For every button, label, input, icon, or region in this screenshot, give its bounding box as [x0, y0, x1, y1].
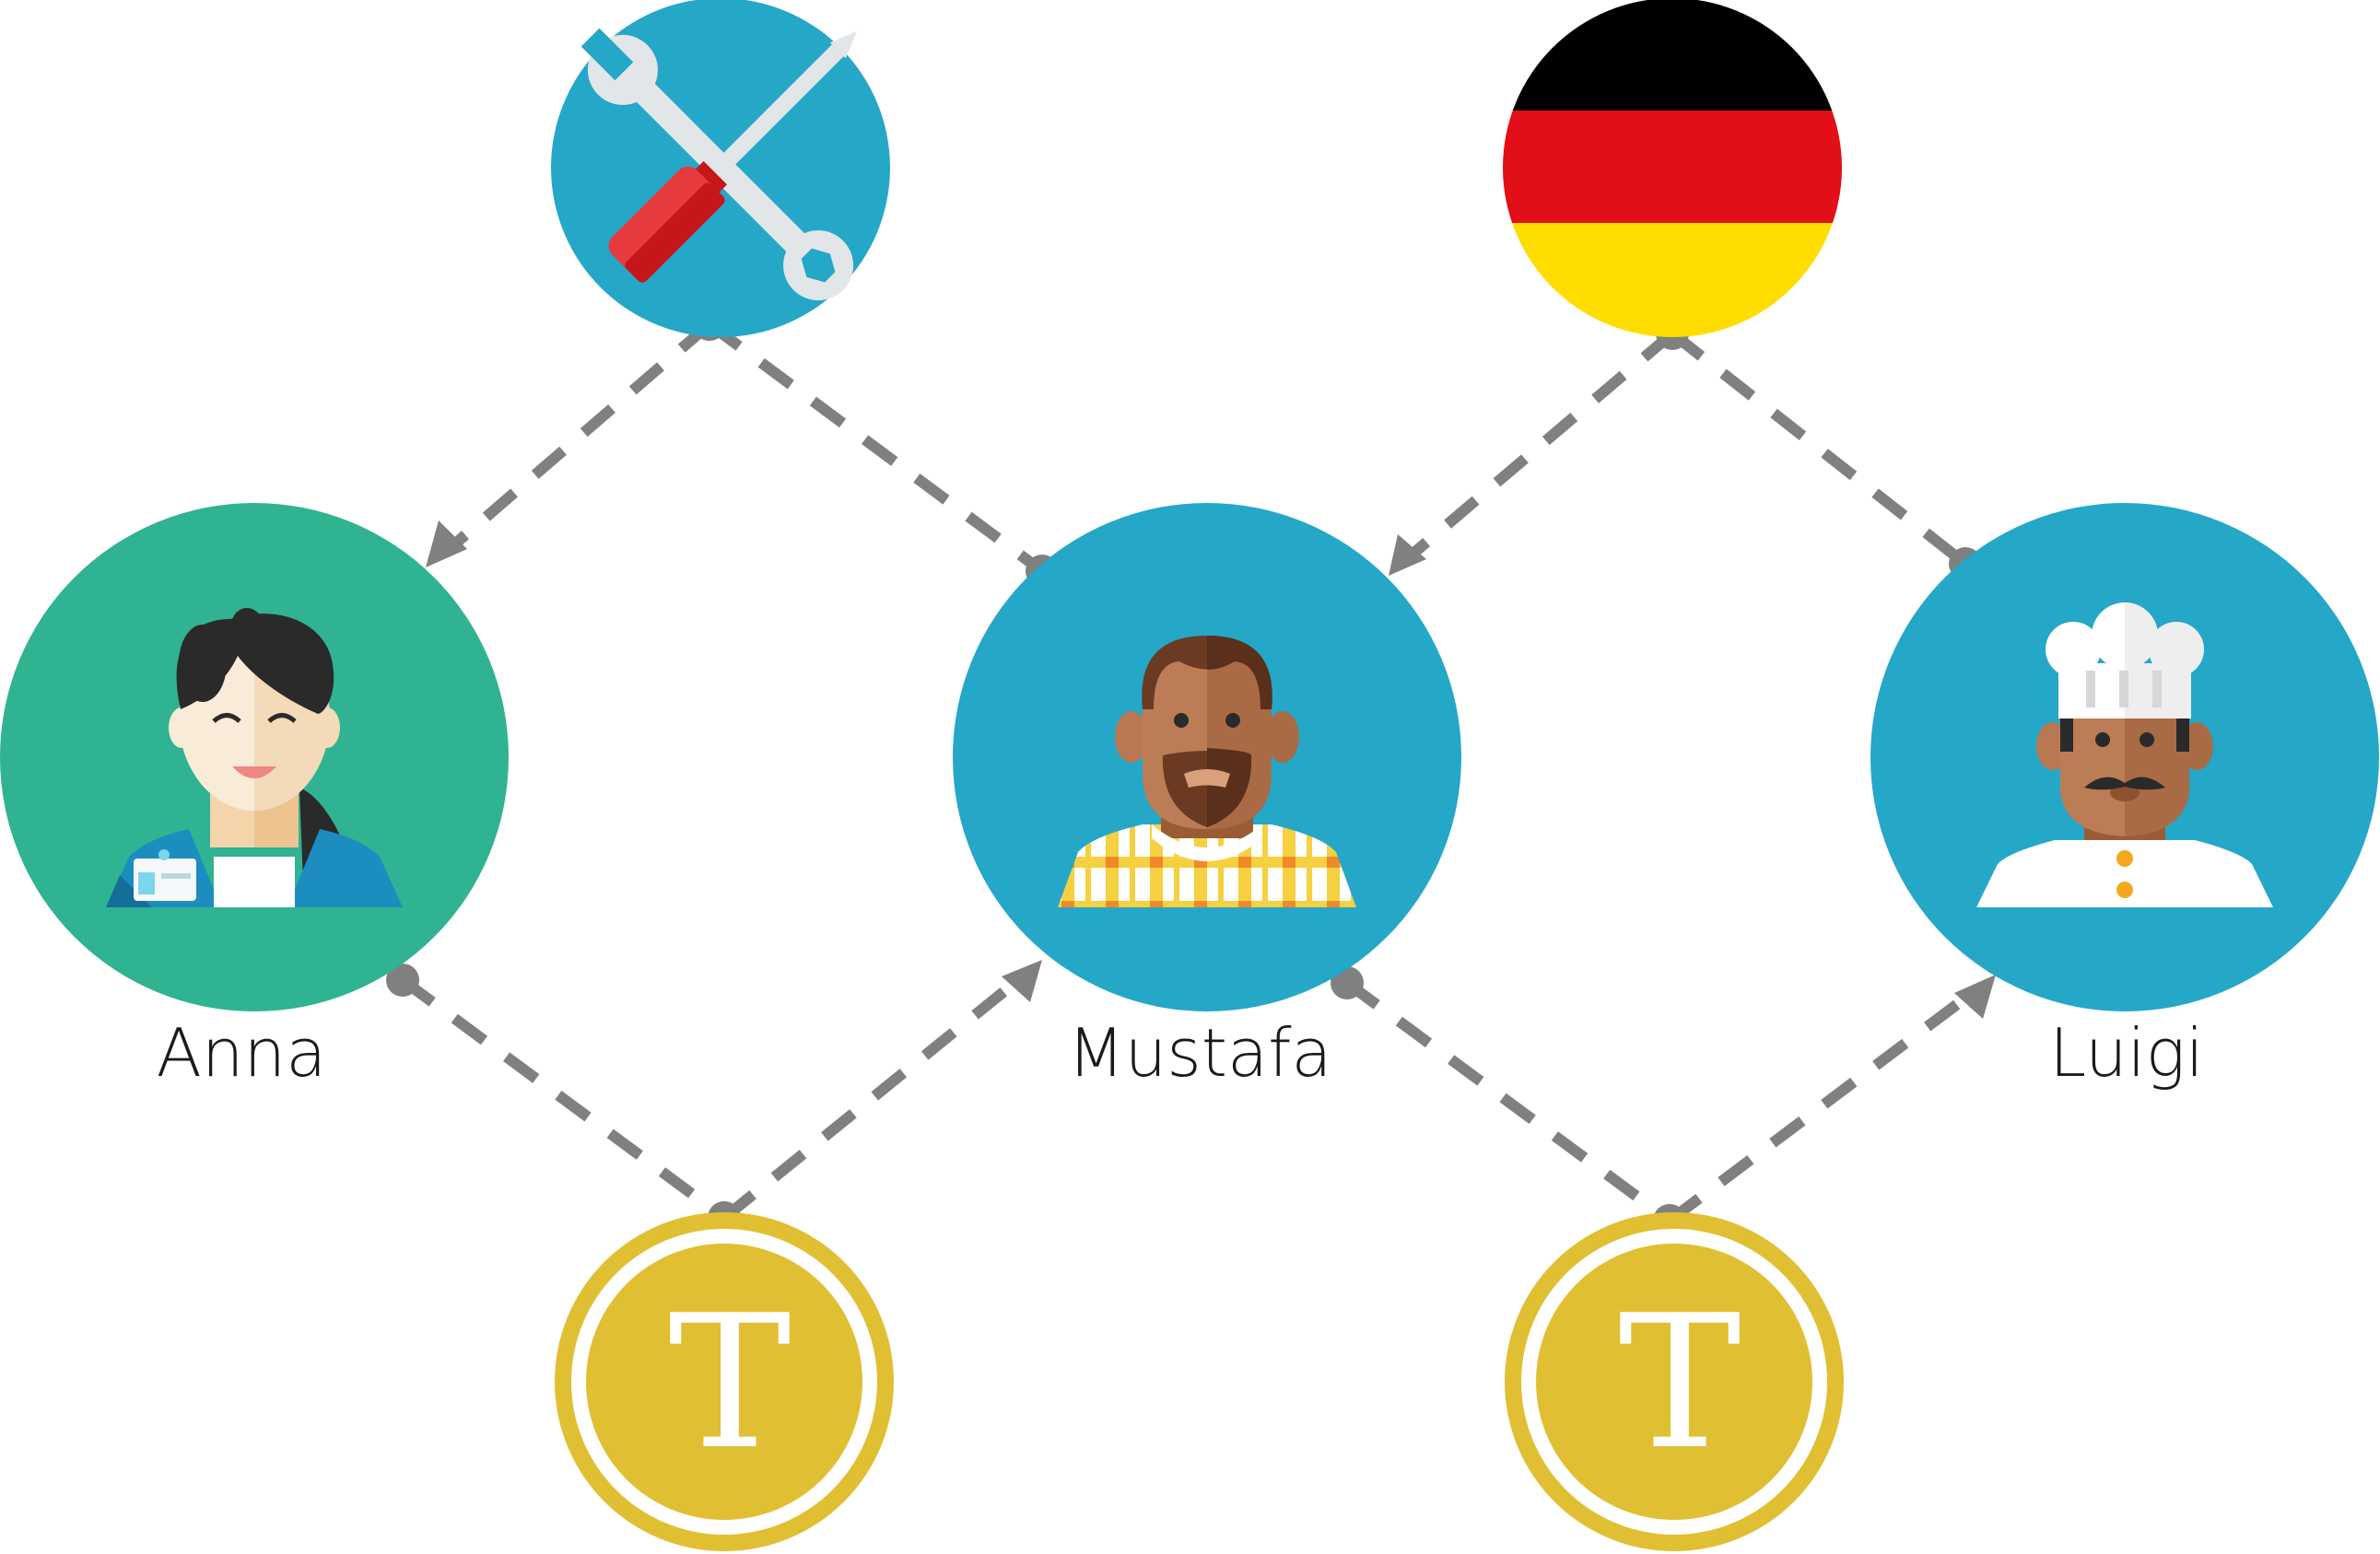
- edge-coinright-luigi: [1666, 975, 1996, 1225]
- edge-mustafa-coinright: [1331, 966, 1686, 1237]
- edge-luigi-germany: [1669, 329, 1982, 580]
- chef-icon: [1976, 602, 2273, 907]
- edge-mustafa-tools: [693, 308, 1059, 588]
- woman-office-worker-icon: [106, 608, 403, 907]
- coin-right-symbol: T: [1618, 1276, 1741, 1490]
- luigi-node: Luigi: [1870, 503, 2379, 1092]
- mustafa-node: Mustafa: [953, 503, 1461, 1092]
- luigi-label: Luigi: [2049, 1014, 2204, 1092]
- germany-flag-icon: [1503, 0, 1842, 337]
- mustafa-label: Mustafa: [1067, 1014, 1331, 1092]
- anna-label: Anna: [157, 1014, 327, 1092]
- anna-node: Anna: [0, 503, 509, 1092]
- edge-coinleft-mustafa: [721, 960, 1042, 1222]
- tools-node: [551, 0, 890, 337]
- wrench-screwdriver-icon: [580, 28, 858, 301]
- token-coin-icon: [1505, 1212, 1844, 1551]
- coin-left-symbol: T: [668, 1276, 791, 1490]
- token-coin-icon: [555, 1212, 894, 1551]
- edge-tools-anna: [426, 308, 726, 567]
- coin-right-node: T: [1505, 1212, 1844, 1551]
- bearded-man-icon: [1058, 636, 1356, 907]
- edge-germany-mustafa: [1389, 317, 1689, 576]
- germany-node: [1503, 0, 1842, 337]
- edge-anna-coinleft: [386, 964, 741, 1234]
- coin-left-node: T: [555, 1212, 894, 1551]
